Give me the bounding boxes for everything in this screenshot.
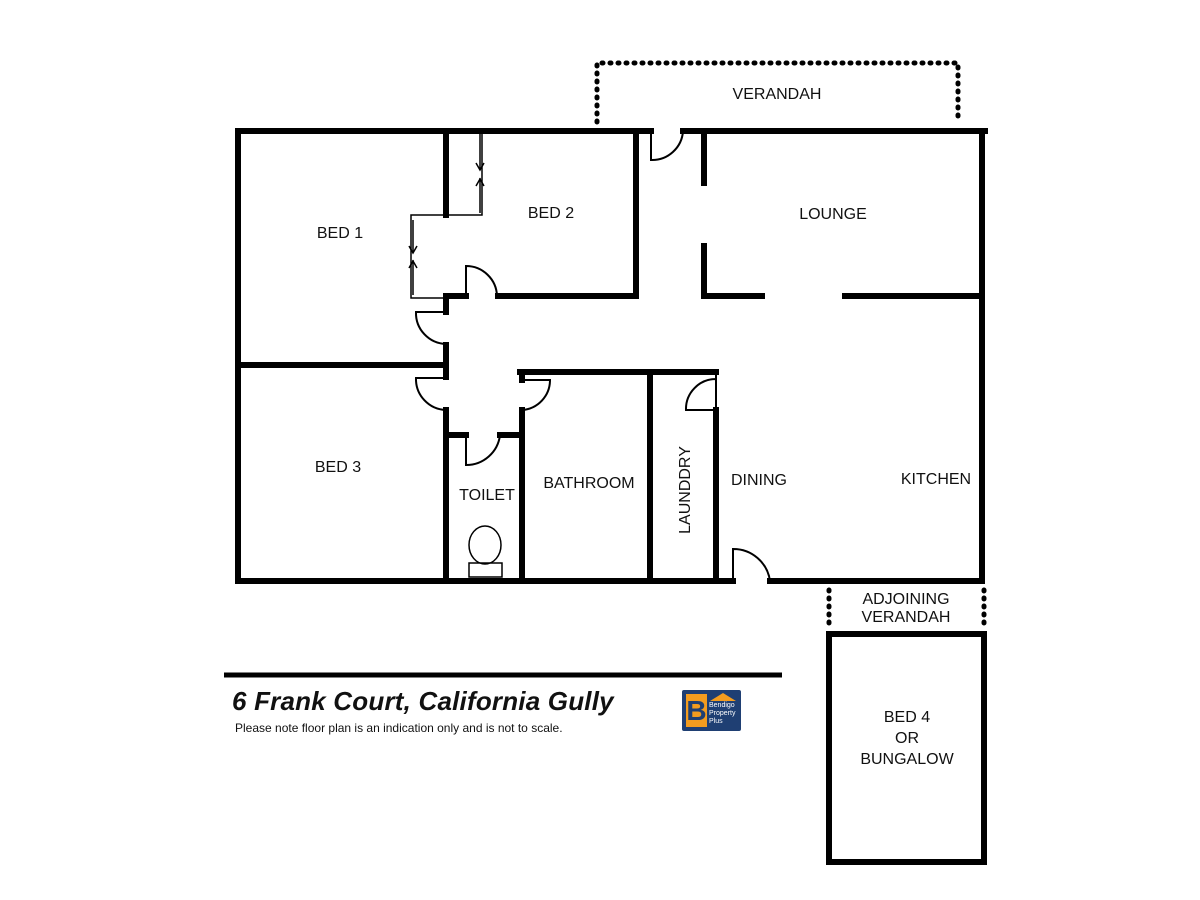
label-verandah: VERANDAH (733, 86, 822, 103)
doors (414, 130, 771, 582)
label-bathroom: BATHROOM (543, 475, 634, 492)
label-bed3: BED 3 (315, 459, 361, 476)
label-bed2: BED 2 (528, 205, 574, 222)
robe-doors (408, 131, 485, 299)
room-labels: VERANDAH BED 1 BED 2 LOUNGE BED 3 TOILET… (315, 86, 971, 768)
label-bed4-3: BUNGALOW (860, 751, 954, 768)
walls (235, 128, 988, 584)
logo-text: Bendigo Property Plus (709, 702, 739, 726)
toilet-fixture-icon (468, 525, 503, 578)
label-lounge: LOUNGE (799, 206, 867, 223)
label-kitchen: KITCHEN (901, 471, 971, 488)
label-bed4-1: BED 4 (884, 709, 930, 726)
label-adjoining-verandah-1: ADJOINING (862, 591, 949, 608)
property-address: 6 Frank Court, California Gully (232, 686, 614, 716)
label-dining: DINING (731, 472, 787, 489)
label-toilet: TOILET (459, 487, 515, 504)
label-bed4-2: OR (895, 730, 919, 747)
verandah-outline (594, 60, 961, 125)
logo-text-line1: Bendigo (709, 702, 735, 709)
disclaimer-note: Please note floor plan is an indication … (235, 721, 563, 735)
logo-text-line2: Property (709, 710, 736, 717)
house-roof-icon (710, 693, 736, 701)
label-bed1: BED 1 (317, 225, 363, 242)
logo-letter: B (686, 694, 707, 727)
label-adjoining-verandah-2: VERANDAH (862, 609, 951, 626)
adjoining-verandah-outline (826, 587, 987, 633)
label-laundry: LAUNDDRY (677, 446, 694, 534)
bendigo-property-plus-logo: B Bendigo Property Plus (682, 690, 741, 731)
bungalow-walls (826, 631, 987, 865)
logo-text-line3: Plus (709, 718, 723, 725)
